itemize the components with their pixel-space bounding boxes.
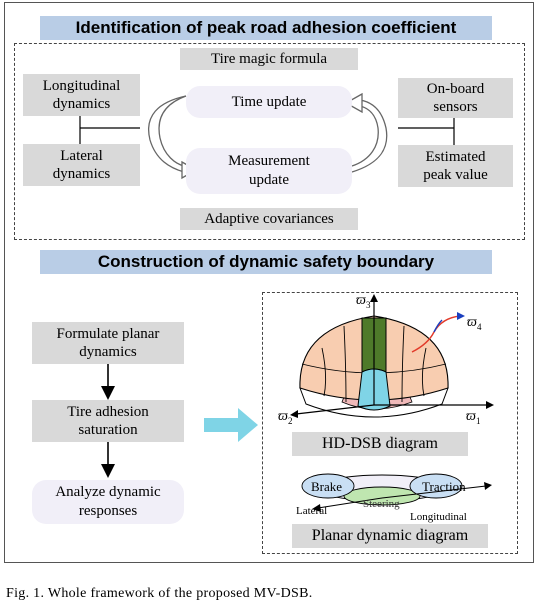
section1-title: Identification of peak road adhesion coe…	[40, 16, 492, 40]
axis-w4-label: ϖ	[467, 315, 477, 330]
estimated-line1: Estimated	[425, 149, 486, 165]
measurement-update-pill: Measurement update	[186, 148, 352, 194]
longitudinal-line1: Longitudinal	[42, 78, 121, 94]
section1-arrows	[79, 92, 455, 180]
tire-adhesion-line1: Tire adhesion	[67, 404, 149, 420]
analyze-line2: responses	[78, 503, 138, 519]
planar-label-box: Planar dynamic diagram	[292, 524, 488, 548]
tire-magic-formula-box: Tire magic formula	[180, 48, 358, 70]
formulate-line1: Formulate planar	[56, 326, 160, 342]
analyze-responses-pill: Analyze dynamic responses	[32, 480, 184, 524]
longitudinal-line2: dynamics	[52, 96, 111, 112]
sensors-line1: On-board	[426, 81, 485, 97]
traction-label: Traction	[422, 479, 466, 494]
figure-caption: Fig. 1. Whole framework of the proposed …	[6, 586, 313, 601]
axis-w1-sub: 1	[476, 416, 481, 426]
tire-adhesion-box: Tire adhesion saturation	[32, 400, 184, 442]
measurement-line1: Measurement	[228, 153, 310, 169]
sensors-line2: sensors	[433, 99, 478, 115]
estimated-peak-box: Estimated peak value	[398, 145, 513, 187]
lateral-label: Lateral	[296, 505, 327, 517]
brake-label: Brake	[311, 479, 342, 494]
axis-w4-sub: 4	[477, 322, 482, 332]
axis-w2-sub: 2	[288, 416, 293, 426]
adaptive-covariances-box: Adaptive covariances	[180, 208, 358, 230]
axis-w3-sub: 3	[366, 300, 371, 310]
axis-w3-label: ϖ	[356, 293, 366, 308]
time-update-pill: Time update	[186, 86, 352, 118]
section2-dashed-box	[262, 292, 518, 554]
lateral-line2: dynamics	[52, 166, 111, 182]
formulate-planar-box: Formulate planar dynamics	[32, 322, 184, 364]
lateral-dynamics-box: Lateral dynamics	[23, 144, 140, 186]
onboard-sensors-box: On-board sensors	[398, 78, 513, 118]
section2-flow-arrows	[101, 364, 258, 478]
hd-dsb-label-box: HD-DSB diagram	[292, 432, 468, 456]
steering-label: Steering	[363, 498, 400, 510]
longitudinal-dynamics-box: Longitudinal dynamics	[23, 74, 140, 116]
figure-frame	[4, 2, 534, 563]
longitudinal-label: Longitudinal	[410, 511, 467, 523]
estimated-line2: peak value	[423, 167, 488, 183]
planar-dynamic-diagram: Brake Steering Traction Lateral Longitud…	[296, 473, 492, 523]
measurement-line2: update	[249, 172, 289, 188]
tire-adhesion-line2: saturation	[78, 422, 138, 438]
analyze-line1: Analyze dynamic	[55, 484, 161, 500]
formulate-line2: dynamics	[79, 344, 137, 360]
axis-w2-label: ϖ	[278, 409, 288, 424]
section2-title: Construction of dynamic safety boundary	[40, 250, 492, 274]
section1-dashed-box	[14, 43, 525, 240]
axis-w1-label: ϖ	[466, 409, 476, 424]
hd-dsb-dome: ϖ 3 ϖ 4 ϖ 1 ϖ 2	[278, 293, 494, 426]
lateral-line1: Lateral	[60, 148, 103, 164]
